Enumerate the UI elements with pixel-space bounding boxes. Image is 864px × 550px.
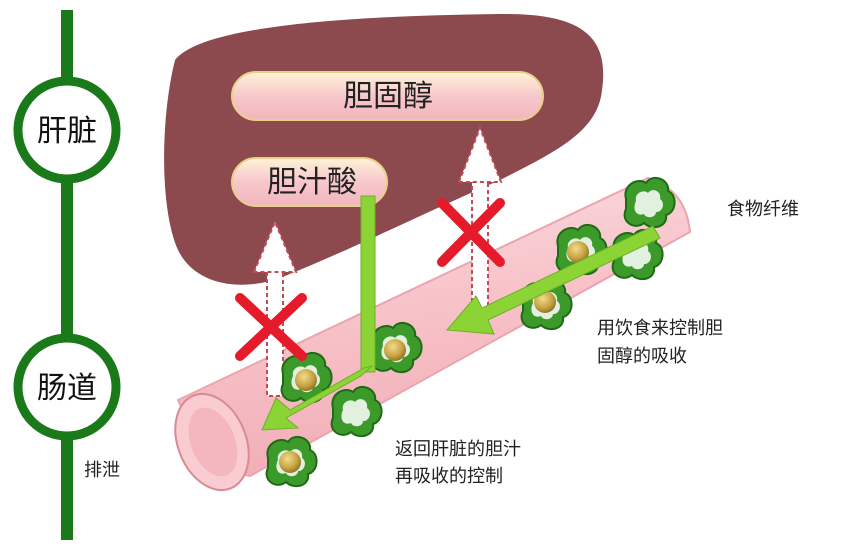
- cholesterol-particle: [534, 291, 556, 313]
- block-cross-icon: [235, 293, 307, 361]
- cholesterol-particles: [279, 241, 589, 473]
- bile-acid-label: 胆汁酸: [267, 165, 357, 200]
- cholesterol-particle: [279, 451, 301, 473]
- bile-acid-pill: 胆汁酸: [231, 157, 388, 207]
- diet-control-label-line1: 用饮食来控制胆: [597, 318, 723, 339]
- liver-label: 肝脏: [37, 114, 97, 149]
- intestine-node: [13, 333, 121, 441]
- cholesterol-particle: [295, 369, 317, 391]
- fiber-binding-arrow: [445, 225, 661, 335]
- bile-acid-arrow: [261, 195, 376, 431]
- timeline: 肝脏 肠道 排泄: [13, 10, 121, 540]
- cholesterol-particle: [567, 241, 589, 263]
- block-cross-icon: [437, 198, 505, 267]
- fiber-label: 食物纤维: [727, 199, 799, 220]
- cholesterol-pill: 胆固醇: [231, 71, 544, 121]
- intestine-label: 肠道: [37, 371, 97, 406]
- fiber-clump: [330, 385, 383, 438]
- liver-node: [13, 76, 121, 184]
- excretion-label: 排泄: [84, 460, 120, 481]
- diet-control-label-line2: 固醇的吸收: [597, 346, 687, 367]
- cholesterol-particle: [384, 339, 406, 361]
- cholesterol-label: 胆固醇: [343, 79, 433, 114]
- bile-return-label-line1: 返回肝脏的胆汁: [395, 439, 521, 460]
- bile-return-label-line2: 再吸收的控制: [395, 466, 503, 487]
